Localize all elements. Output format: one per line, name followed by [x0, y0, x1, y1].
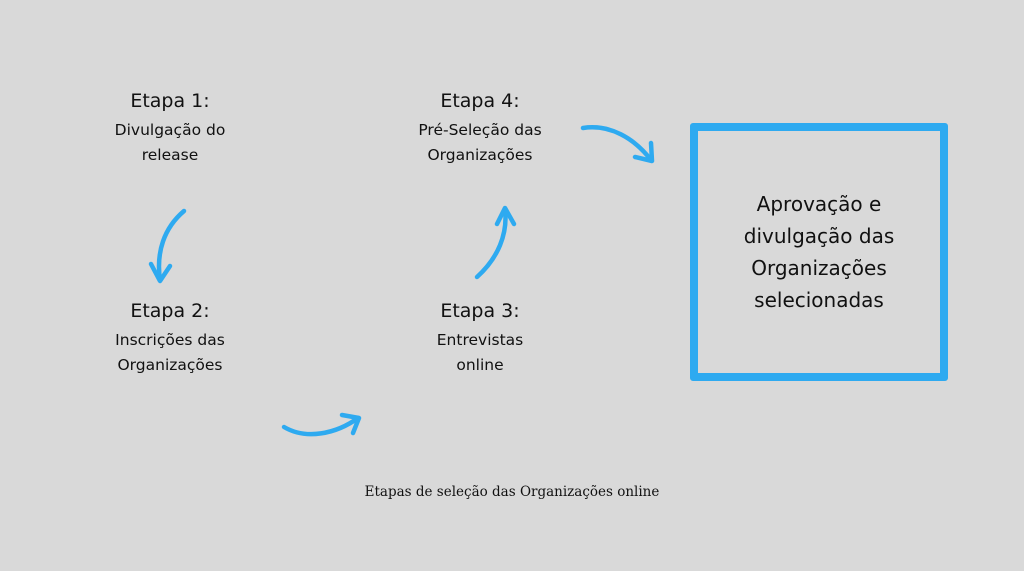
step-2: Etapa 2: Inscrições das Organizações	[50, 298, 290, 378]
final-step-box: Aprovação e divulgação das Organizações …	[690, 123, 948, 381]
step-3: Etapa 3: Entrevistas online	[360, 298, 600, 378]
arrow-step4-to-final	[580, 125, 655, 164]
final-step-text: Aprovação e divulgação das Organizações …	[743, 192, 895, 312]
step-2-title: Etapa 2:	[130, 300, 210, 322]
step-4: Etapa 4: Pré-Seleção das Organizações	[360, 88, 600, 168]
diagram-caption: Etapas de seleção das Organizações onlin…	[364, 484, 660, 500]
step-4-description: Pré-Seleção das Organizações	[418, 121, 542, 164]
arrow-step1-to-step2	[148, 208, 187, 284]
arrow-step2-to-step3	[281, 412, 362, 437]
step-1-description: Divulgação do release	[114, 121, 226, 164]
step-1-title: Etapa 1:	[130, 90, 210, 112]
step-1: Etapa 1: Divulgação do release	[50, 88, 290, 168]
arrow-step3-to-step4	[474, 205, 517, 280]
step-3-description: Entrevistas online	[436, 331, 524, 374]
step-2-description: Inscrições das Organizações	[115, 331, 225, 374]
step-4-title: Etapa 4:	[440, 90, 520, 112]
step-3-title: Etapa 3:	[440, 300, 520, 322]
